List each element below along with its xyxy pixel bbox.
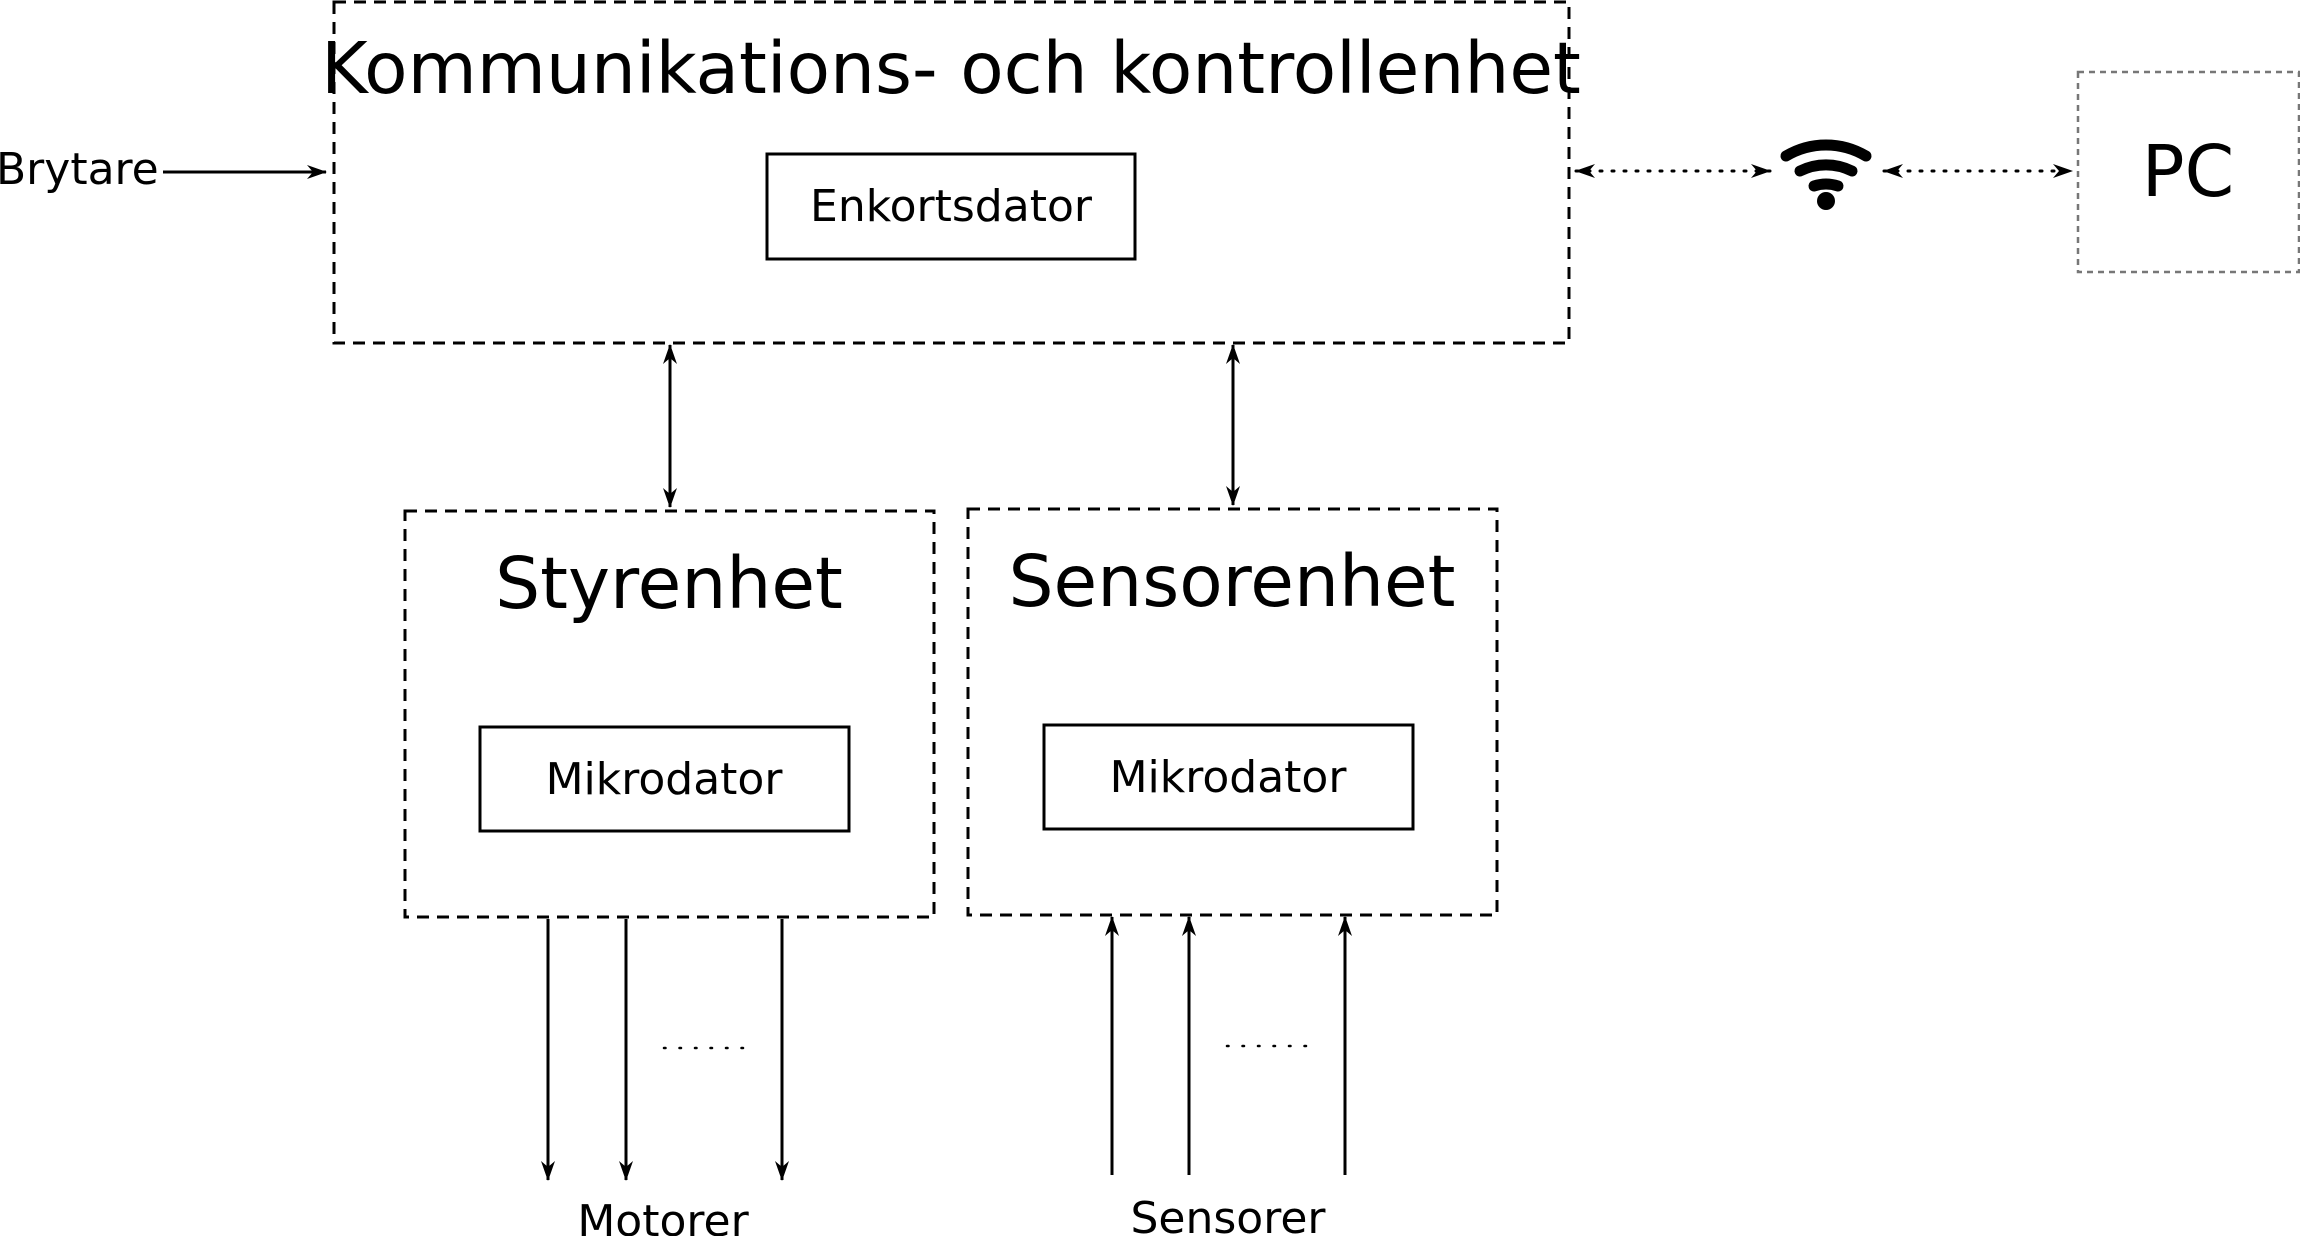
comm-unit-title: Kommunikations- och kontrollenhet <box>321 27 1581 110</box>
sensor-inputs: Sensorer <box>1105 916 1352 1236</box>
motor-outputs: Motorer <box>541 919 789 1236</box>
single-board-computer-box: Enkortsdator <box>765 152 1137 261</box>
comm-control-unit: Kommunikations- och kontrollenhet Enkort… <box>321 0 1581 345</box>
control-microcomputer-label: Mikrodator <box>546 754 784 805</box>
pc-box: PC <box>2076 70 2300 274</box>
control-microcomputer-box: Mikrodator <box>478 725 851 833</box>
control-unit: Styrenhet Mikrodator <box>403 509 936 919</box>
control-unit-title: Styrenhet <box>495 542 843 625</box>
sensor-unit: Sensorenhet Mikrodator <box>966 507 1499 917</box>
sensor-microcomputer-label: Mikrodator <box>1110 752 1348 803</box>
wifi-icon <box>1780 139 1872 210</box>
motors-label: Motorer <box>577 1196 749 1236</box>
pc-label: PC <box>2142 130 2234 213</box>
single-board-computer-label: Enkortsdator <box>810 181 1093 232</box>
switch-input: Brytare <box>0 144 327 195</box>
switch-label: Brytare <box>0 144 159 195</box>
sensor-unit-title: Sensorenhet <box>1008 540 1455 623</box>
sensors-label: Sensorer <box>1130 1193 1326 1236</box>
wireless-link <box>1574 139 2074 210</box>
sensor-microcomputer-box: Mikrodator <box>1042 723 1415 831</box>
